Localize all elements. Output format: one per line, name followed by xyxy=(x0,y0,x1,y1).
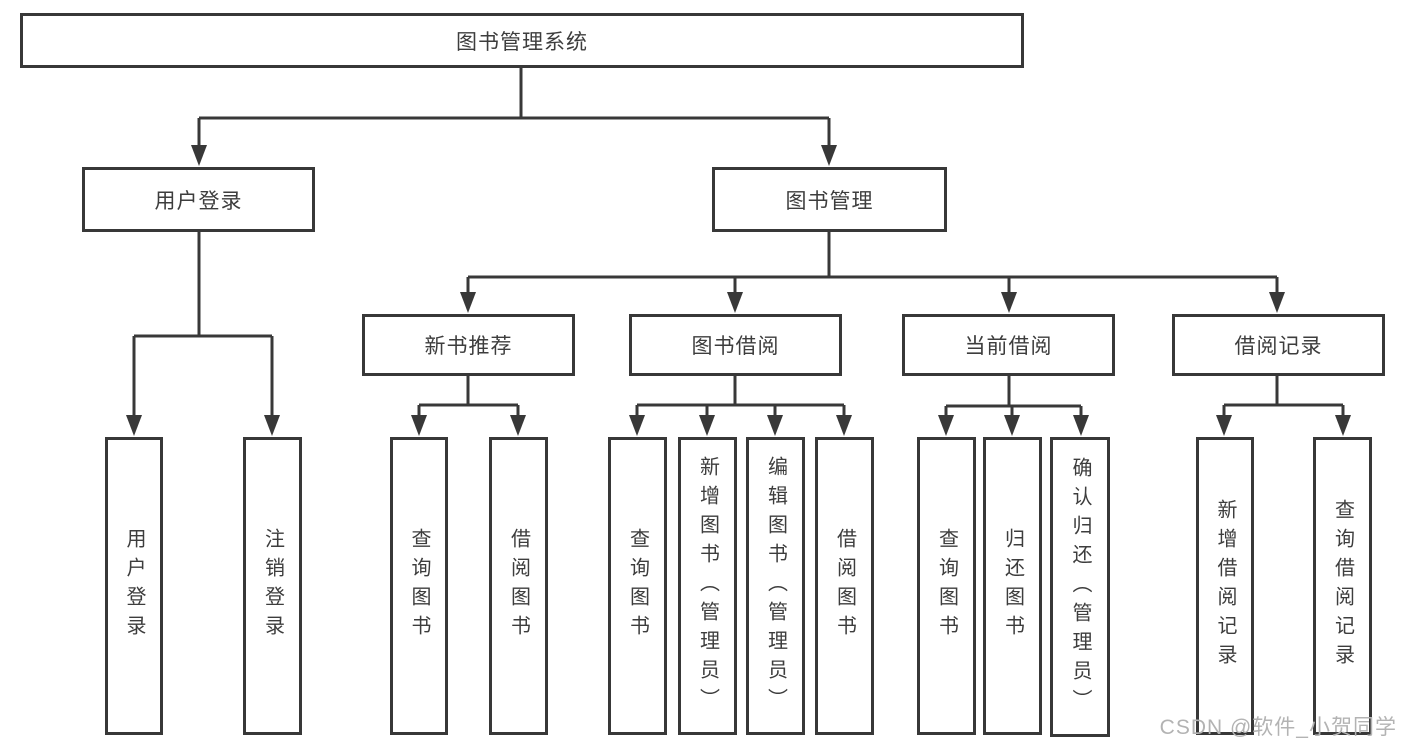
node-label: 图书借阅 xyxy=(691,335,780,358)
leaf-add-borrow-record: 新增借阅记录 xyxy=(1196,437,1254,735)
node-label: 归还图书 xyxy=(1001,528,1024,644)
leaf-query-books-borrow: 查询图书 xyxy=(608,437,667,735)
leaf-logout: 注销登录 xyxy=(243,437,302,735)
leaf-user-login: 用户登录 xyxy=(105,437,163,735)
node-label: 查询图书 xyxy=(626,528,649,644)
node-label: 查询图书 xyxy=(935,528,958,644)
node-label: 新增图书（管理员） xyxy=(696,455,719,717)
leaf-borrow-books: 借阅图书 xyxy=(815,437,874,735)
leaf-query-books-recommend: 查询图书 xyxy=(390,437,448,735)
node-label: 借阅图书 xyxy=(833,528,856,644)
leaf-return-books: 归还图书 xyxy=(983,437,1042,735)
node-label: 图书管理 xyxy=(785,189,874,213)
node-current-borrow: 当前借阅 xyxy=(902,314,1115,376)
leaf-query-books-current: 查询图书 xyxy=(917,437,976,735)
node-label: 当前借阅 xyxy=(964,335,1053,358)
node-label: 查询图书 xyxy=(408,528,430,644)
leaf-edit-books-admin: 编辑图书（管理员） xyxy=(746,437,805,735)
leaf-add-books-admin: 新增图书（管理员） xyxy=(678,437,737,735)
node-new-book-recommend: 新书推荐 xyxy=(362,314,575,376)
leaf-query-borrow-record: 查询借阅记录 xyxy=(1313,437,1372,735)
node-book-management-module: 图书管理 xyxy=(712,167,947,232)
leaf-confirm-return-admin: 确认归还（管理员） xyxy=(1050,437,1110,737)
node-label: 借阅记录 xyxy=(1234,335,1323,358)
node-label: 查询借阅记录 xyxy=(1331,499,1354,673)
node-book-borrow: 图书借阅 xyxy=(629,314,842,376)
node-label: 新书推荐 xyxy=(424,335,513,358)
node-label: 用户登录 xyxy=(154,189,243,213)
node-label: 新增借阅记录 xyxy=(1214,499,1236,673)
node-label: 编辑图书（管理员） xyxy=(764,455,787,717)
node-label: 用户登录 xyxy=(123,528,145,644)
node-label: 确认归还（管理员） xyxy=(1069,456,1091,718)
node-root-system: 图书管理系统 xyxy=(20,13,1024,68)
node-borrow-records: 借阅记录 xyxy=(1172,314,1385,376)
node-label: 图书管理系统 xyxy=(456,30,588,54)
leaf-borrow-books-recommend: 借阅图书 xyxy=(489,437,548,735)
node-label: 注销登录 xyxy=(261,528,284,644)
csdn-watermark: CSDN @软件_小贺同学 xyxy=(1159,716,1397,739)
node-label: 借阅图书 xyxy=(507,528,530,644)
node-user-login-module: 用户登录 xyxy=(82,167,315,232)
